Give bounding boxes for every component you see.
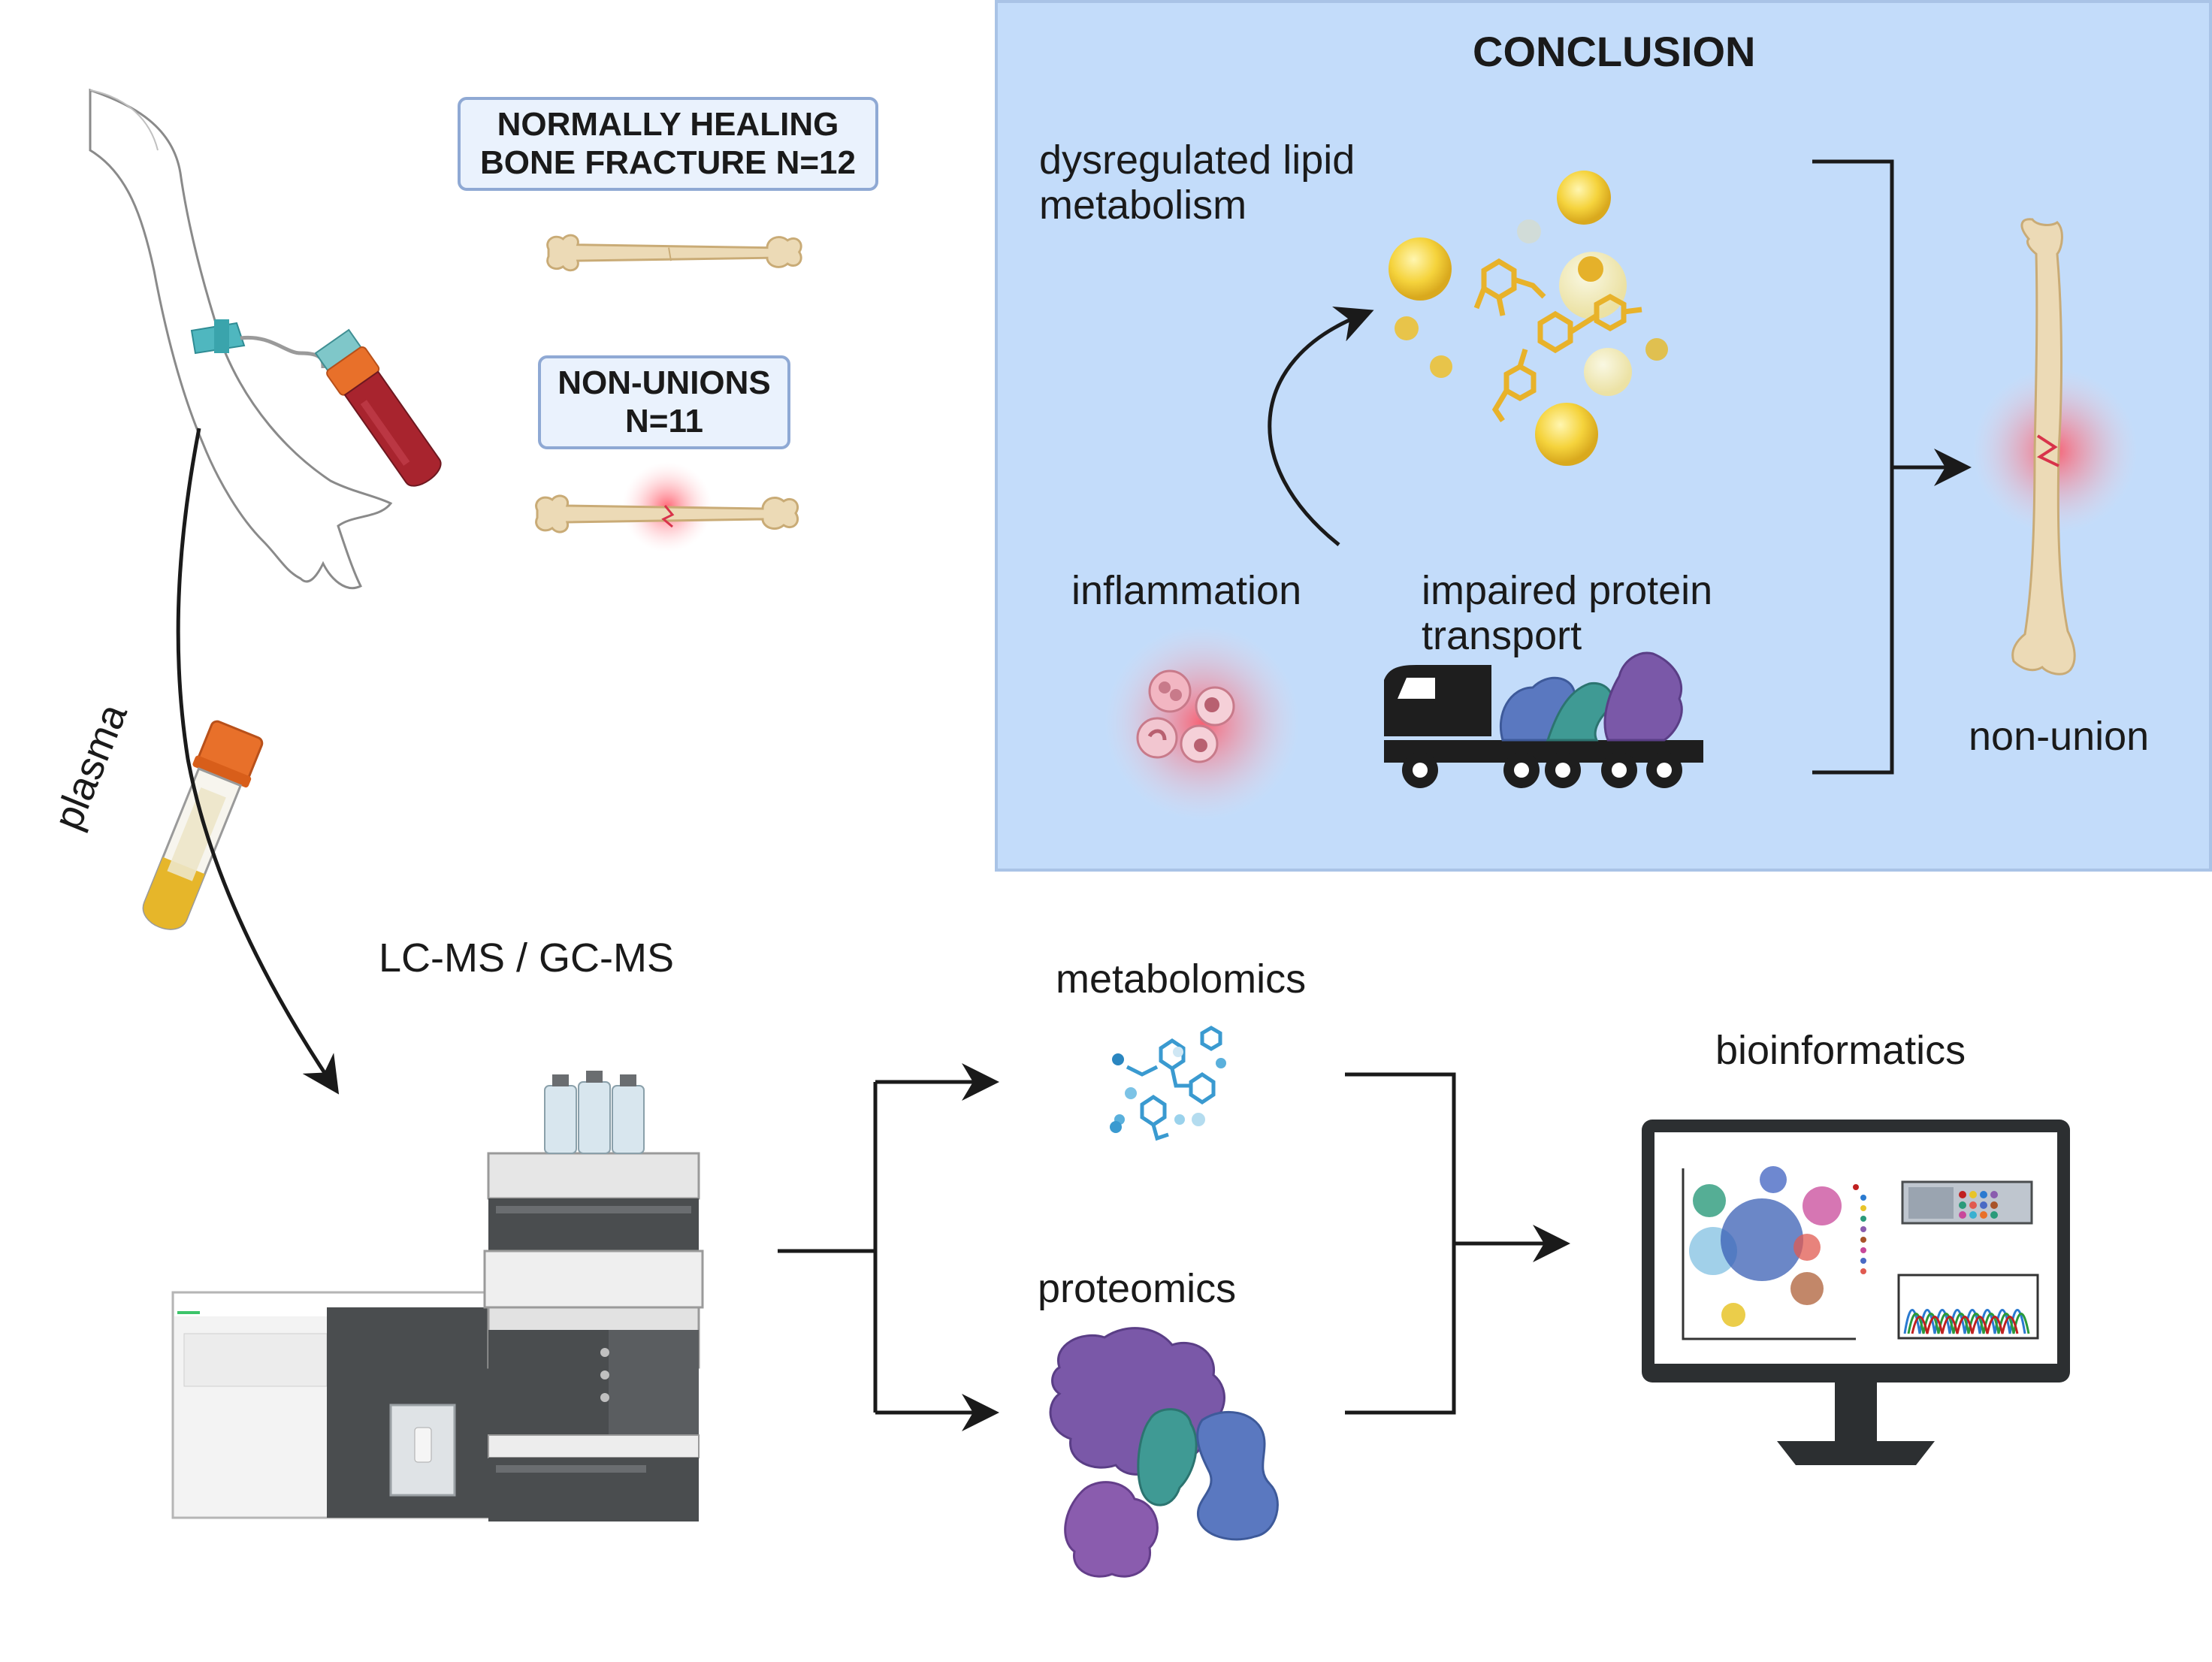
metabolomics-label: metabolomics — [1056, 956, 1307, 1002]
protein-line1: impaired protein — [1422, 568, 1713, 613]
arm-blood-draw-illustration — [89, 88, 442, 590]
butterfly-needle-icon — [190, 319, 325, 369]
nonunion-group-line2: N=11 — [625, 402, 703, 440]
blood-tube-icon — [314, 328, 442, 487]
inflammation-to-lipid-arrow — [1268, 306, 1374, 546]
non-union-group-label: NON-UNIONS N=11 — [558, 364, 771, 440]
lipid-molecules-icon — [1389, 171, 1668, 466]
normal-group-line2: BONE FRACTURE N=12 — [480, 144, 856, 181]
proteomics-proteins-icon — [1049, 1327, 1279, 1578]
proteomics-label: proteomics — [1038, 1266, 1237, 1311]
lipid-metabolism-label: dysregulated lipid metabolism — [1039, 137, 1355, 228]
omics-branch-arrows — [778, 1063, 999, 1431]
method-label: LC-MS / GC-MS — [379, 935, 675, 981]
non-union-outcome-label: non-union — [1969, 714, 2150, 759]
cluster-plot — [1689, 1166, 1866, 1327]
bioinformatics-label: bioinformatics — [1715, 1028, 1966, 1073]
conclusion-bracket-arrow — [1812, 159, 1972, 775]
non-union-group-box: NON-UNIONS N=11 — [538, 355, 790, 449]
non-union-bone-icon — [535, 462, 799, 552]
bioinformatics-merge-arrows — [1345, 1072, 1570, 1415]
protein-transport-truck-icon — [1384, 651, 1703, 788]
normal-healing-group-box: NORMALLY HEALING BONE FRACTURE N=12 — [458, 97, 878, 191]
plasma-tube-icon — [142, 720, 264, 930]
inflammation-label: inflammation — [1071, 568, 1302, 613]
inflammation-cells-icon — [1104, 625, 1300, 820]
gel-dots — [1959, 1191, 1998, 1219]
lcms-instrument-illustration — [171, 1071, 704, 1521]
nonunion-group-line1: NON-UNIONS — [558, 364, 771, 401]
protein-line2: transport — [1422, 613, 1582, 659]
plasma-flow-arrow — [176, 428, 340, 1095]
normal-group-line1: NORMALLY HEALING — [497, 105, 839, 143]
bioinformatics-monitor-illustration — [1642, 1120, 2070, 1465]
non-union-outcome-bone-icon — [1972, 218, 2138, 675]
protein-transport-label: impaired protein transport — [1422, 568, 1712, 659]
lipid-line1: dysregulated lipid — [1039, 137, 1355, 183]
healing-bone-icon — [546, 234, 802, 272]
conclusion-title: CONCLUSION — [1473, 28, 1756, 75]
normal-healing-group-label: NORMALLY HEALING BONE FRACTURE N=12 — [480, 106, 856, 182]
metabolomics-molecules-icon — [1110, 1026, 1226, 1141]
lipid-line2: metabolism — [1039, 183, 1247, 228]
